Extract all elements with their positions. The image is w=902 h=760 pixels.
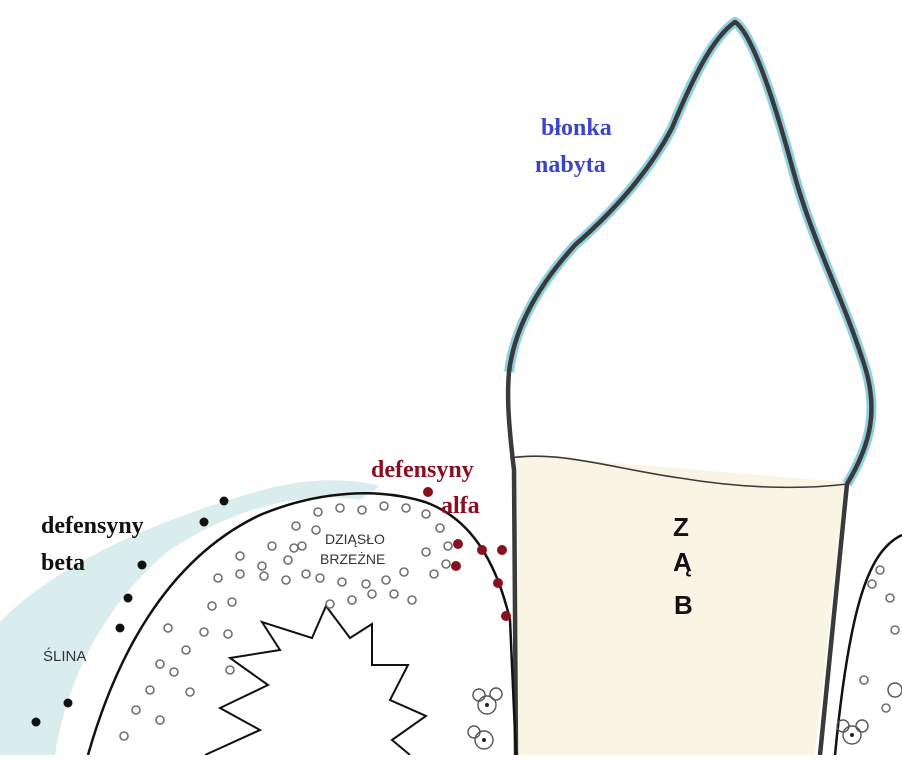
beta-defensin-dot: [32, 718, 41, 727]
gingival-cell: [326, 600, 334, 608]
gingival-cell: [368, 590, 376, 598]
gingival-cell: [442, 560, 450, 568]
tooth-label-letter-3: B: [674, 590, 693, 621]
gingival-cell: [186, 688, 194, 696]
gingival-cell: [214, 574, 222, 582]
gingival-cell: [860, 676, 868, 684]
gingival-cell: [282, 576, 290, 584]
gingival-cell: [358, 506, 366, 514]
gingival-cell: [302, 570, 310, 578]
gingival-cell: [382, 576, 390, 584]
gingival-cell: [224, 630, 232, 638]
gingival-cell: [268, 542, 276, 550]
alpha-defensin-dot: [451, 561, 461, 571]
gingival-cell: [402, 504, 410, 512]
gingival-cell: [882, 704, 890, 712]
gingival-cell: [132, 706, 140, 714]
gingival-cell: [891, 626, 899, 634]
connective-tissue-papillae: [205, 606, 426, 755]
beta-defensin-dot: [124, 594, 133, 603]
tooth-label-letter-1: Z: [673, 512, 689, 543]
gingival-cell: [338, 578, 346, 586]
gingival-cell: [336, 504, 344, 512]
gingival-cell: [200, 628, 208, 636]
gingival-cell: [170, 668, 178, 676]
alpha-defensin-dot: [501, 611, 511, 621]
gingival-cell: [362, 580, 370, 588]
gingival-cell: [312, 526, 320, 534]
neighbour-gingiva-outline: [835, 535, 902, 755]
gingival-cell: [316, 574, 324, 582]
gingival-cell: [298, 542, 306, 550]
gingival-cell: [400, 568, 408, 576]
alpha-defensin-dot: [453, 539, 463, 549]
gingival-cell: [228, 598, 236, 606]
gingival-cell: [876, 566, 884, 574]
beta-defensin-dot: [64, 699, 73, 708]
beta-defensin-dot: [220, 497, 229, 506]
pellicle-label-line2: nabyta: [535, 151, 606, 180]
alpha-defensin-dot: [497, 545, 507, 555]
gingiva-label-line2: BRZEŻNE: [320, 551, 385, 567]
gingival-cell: [444, 542, 452, 550]
gingival-cell: [146, 686, 154, 694]
gingival-cell: [380, 502, 388, 510]
gingival-cell: [348, 596, 356, 604]
beta-defensin-label-line2: beta: [41, 549, 85, 578]
gingival-cell: [258, 562, 266, 570]
alpha-defensin-label-line1: defensyny: [371, 456, 474, 485]
gingival-cell: [436, 524, 444, 532]
gingival-cell: [408, 596, 416, 604]
alpha-defensin-dot: [493, 578, 503, 588]
gingival-cell: [314, 508, 322, 516]
gingival-cell: [208, 602, 216, 610]
alpha-defensin-dot: [477, 545, 487, 555]
gingival-cell: [226, 666, 234, 674]
gingival-cell: [430, 570, 438, 578]
gingival-cell: [182, 646, 190, 654]
gingiva-label-line1: DZIĄSŁO: [325, 531, 385, 547]
beta-defensin-dot: [200, 518, 209, 527]
gingival-cell: [868, 580, 876, 588]
gingival-cell: [156, 660, 164, 668]
saliva-label: ŚLINA: [43, 648, 86, 665]
gingival-cell: [236, 552, 244, 560]
pellicle-label-line1: błonka: [541, 114, 612, 143]
gingival-cell: [290, 544, 298, 552]
gingival-cell: [422, 510, 430, 518]
gingival-cell: [164, 624, 172, 632]
gingival-cell: [120, 732, 128, 740]
gingival-cell: [390, 590, 398, 598]
gingival-cell: [886, 594, 894, 602]
gingival-cell: [236, 570, 244, 578]
beta-defensin-label-line1: defensyny: [41, 512, 144, 541]
gingival-cell: [284, 556, 292, 564]
gingival-cell: [260, 572, 268, 580]
alpha-defensin-label-line2: alfa: [441, 492, 480, 521]
tooth-label-letter-2: Ą: [673, 547, 692, 578]
gingival-cell: [422, 548, 430, 556]
gingival-cell: [156, 716, 164, 724]
beta-defensin-dot: [138, 561, 147, 570]
alpha-defensin-dot: [423, 487, 433, 497]
gingival-cell: [292, 522, 300, 530]
beta-defensin-dot: [116, 624, 125, 633]
